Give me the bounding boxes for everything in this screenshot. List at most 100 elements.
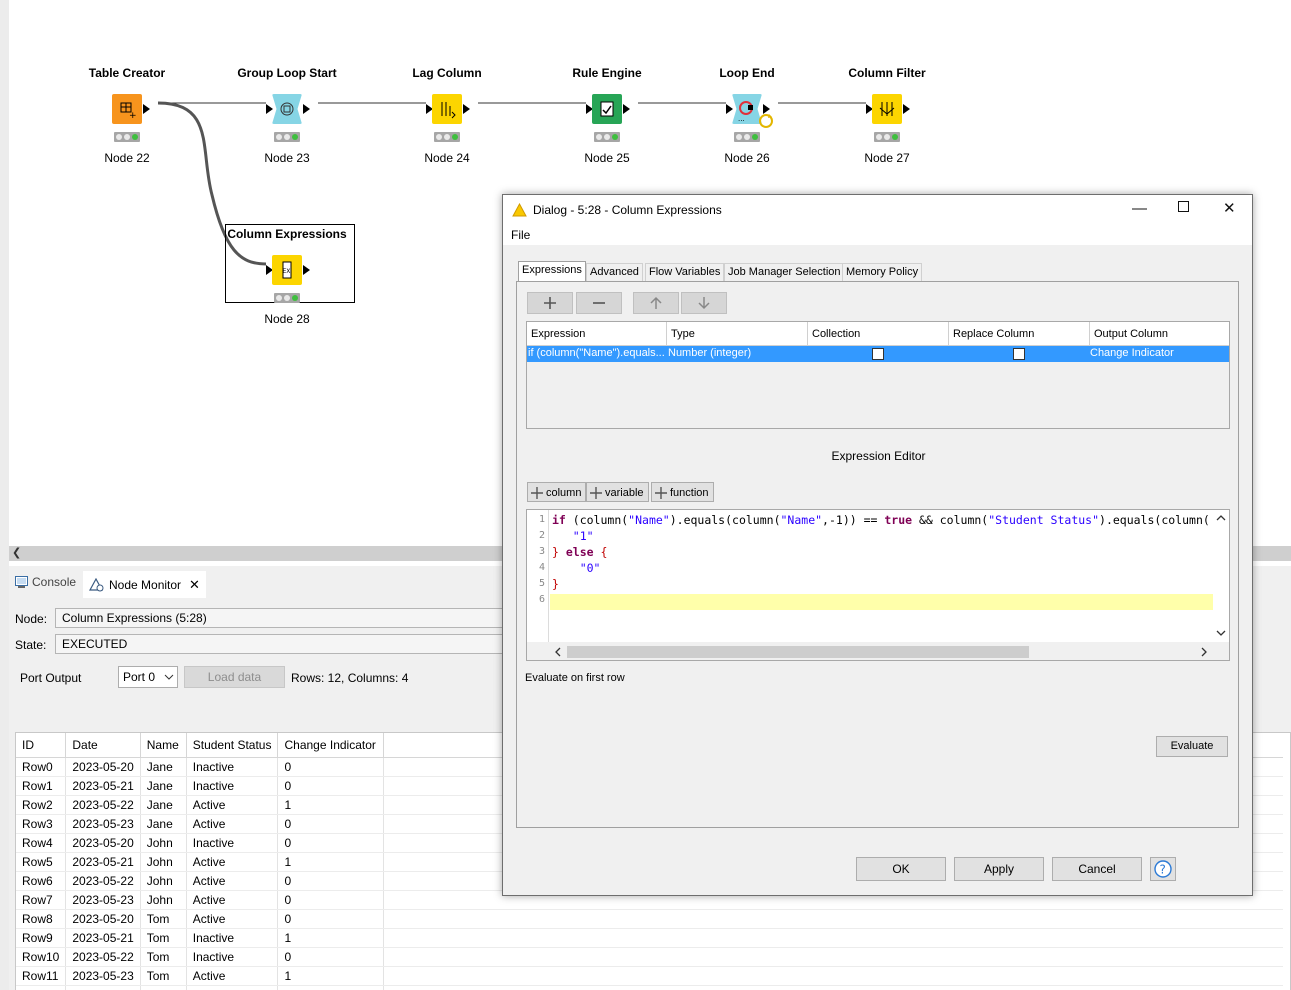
table-cell[interactable]: 2023-05-20 <box>65 909 141 929</box>
table-cell[interactable]: 0 <box>277 871 385 891</box>
table-cell[interactable]: Active <box>186 795 279 815</box>
table-cell[interactable]: 0 <box>277 757 385 777</box>
maximize-icon[interactable] <box>1178 199 1189 216</box>
column-header[interactable]: Type <box>667 322 808 346</box>
table-cell[interactable]: Active <box>186 814 279 834</box>
expressions-table[interactable]: Expression Type Collection Replace Colum… <box>526 321 1230 429</box>
table-cell[interactable]: Row2 <box>16 795 67 815</box>
node-rule-engine[interactable]: Rule Engine Node 25 <box>542 66 672 166</box>
table-cell[interactable]: Row4 <box>16 833 67 853</box>
node-table-creator[interactable]: Table Creator + Node 22 <box>62 66 192 166</box>
table-cell[interactable]: Inactive <box>186 833 279 853</box>
add-expression-button[interactable] <box>527 292 573 314</box>
load-data-button[interactable]: Load data <box>184 666 285 688</box>
table-cell[interactable]: Inactive <box>186 928 279 948</box>
table-cell[interactable]: 0 <box>277 814 385 834</box>
table-cell[interactable]: 0 <box>277 909 385 929</box>
table-cell[interactable]: Active <box>186 852 279 872</box>
table-cell[interactable]: Row7 <box>16 890 67 910</box>
table-cell[interactable]: Row9 <box>16 928 67 948</box>
table-cell[interactable]: Inactive <box>186 947 279 967</box>
column-header[interactable]: Student Status <box>186 733 279 758</box>
apply-button[interactable]: Apply <box>954 857 1044 881</box>
table-cell[interactable]: 1 <box>277 852 385 872</box>
chevron-right-icon[interactable] <box>1201 647 1208 657</box>
expression-cell[interactable]: if (column("Name").equals... <box>528 347 664 359</box>
table-cell[interactable]: Active <box>186 871 279 891</box>
table-cell[interactable]: Inactive <box>186 757 279 777</box>
close-icon[interactable]: ✕ <box>189 576 200 592</box>
chevron-left-icon[interactable] <box>554 647 561 657</box>
table-cell[interactable]: 2023-05-23 <box>65 814 141 834</box>
node-group-loop-start[interactable]: Group Loop Start Node 23 <box>222 66 352 166</box>
node-loop-end[interactable]: Loop End ... Node 26 <box>682 66 812 166</box>
table-cell[interactable]: 1 <box>277 966 385 986</box>
table-cell[interactable]: Tom <box>140 966 187 986</box>
input-port[interactable] <box>726 104 733 114</box>
output-port[interactable] <box>623 104 630 114</box>
minimize-icon[interactable]: — <box>1132 200 1147 217</box>
tab-advanced[interactable]: Advanced <box>586 263 643 281</box>
table-cell[interactable]: John <box>140 852 187 872</box>
table-cell[interactable]: 2023-05-22 <box>65 871 141 891</box>
table-cell[interactable]: 1 <box>277 928 385 948</box>
table-cell[interactable]: 2023-05-23 <box>65 890 141 910</box>
table-cell[interactable]: John <box>140 871 187 891</box>
column-header[interactable]: ID <box>16 733 67 758</box>
table-cell[interactable]: 1 <box>277 795 385 815</box>
table-cell[interactable]: Tom <box>140 909 187 929</box>
evaluate-button[interactable]: Evaluate <box>1156 736 1228 757</box>
table-cell[interactable]: Row8 <box>16 909 67 929</box>
column-header[interactable]: Date <box>65 733 141 758</box>
column-header[interactable]: Output Column <box>1090 322 1229 346</box>
table-cell[interactable]: John <box>140 890 187 910</box>
table-cell[interactable]: Tom <box>140 928 187 948</box>
help-button[interactable]: ? <box>1150 857 1176 881</box>
node-column-expressions[interactable]: Column Expressions EX Node 28 <box>222 227 352 327</box>
insert-column-button[interactable]: column <box>527 482 587 502</box>
table-cell[interactable]: Row10 <box>16 947 67 967</box>
remove-expression-button[interactable] <box>576 292 622 314</box>
table-cell[interactable]: Row5 <box>16 852 67 872</box>
output-port[interactable] <box>903 104 910 114</box>
menu-file[interactable]: File <box>511 228 531 242</box>
output-port[interactable] <box>303 265 310 275</box>
move-up-button[interactable] <box>633 292 679 314</box>
output-port[interactable] <box>763 104 770 114</box>
port-select[interactable]: Port 0 <box>118 666 178 688</box>
table-cell[interactable]: 2023-05-22 <box>65 795 141 815</box>
table-cell[interactable]: Row0 <box>16 757 67 777</box>
table-cell[interactable]: 2023-05-23 <box>65 966 141 986</box>
table-cell[interactable]: Inactive <box>186 776 279 796</box>
table-cell[interactable]: 2023-05-20 <box>65 833 141 853</box>
table-cell[interactable]: Jane <box>140 776 187 796</box>
tab-flow-variables[interactable]: Flow Variables <box>645 263 725 281</box>
table-cell[interactable]: 2023-05-20 <box>65 757 141 777</box>
editor-horizontal-scrollbar[interactable] <box>527 642 1229 660</box>
dialog-title-bar[interactable]: Dialog - 5:28 - Column Expressions — ✕ <box>503 195 1252 225</box>
node-column-filter[interactable]: Column Filter Node 27 <box>822 66 952 166</box>
type-cell[interactable]: Number (integer) <box>668 347 752 359</box>
table-cell[interactable]: 2023-05-22 <box>65 947 141 967</box>
column-header[interactable]: Collection <box>808 322 949 346</box>
output-column-cell[interactable]: Change Indicator <box>1090 347 1174 359</box>
table-cell[interactable]: Active <box>186 966 279 986</box>
insert-function-button[interactable]: function <box>651 482 714 502</box>
tab-memory-policy[interactable]: Memory Policy <box>842 263 923 281</box>
table-cell[interactable]: Active <box>186 909 279 929</box>
table-cell[interactable]: 0 <box>277 776 385 796</box>
node-lag-column[interactable]: Lag Column Node 24 <box>382 66 512 166</box>
collection-checkbox[interactable] <box>872 348 884 360</box>
ok-button[interactable]: OK <box>856 857 946 881</box>
tab-job-manager-selection[interactable]: Job Manager Selection <box>724 263 845 281</box>
close-icon[interactable]: ✕ <box>1223 200 1236 217</box>
table-cell[interactable]: 0 <box>277 833 385 853</box>
move-down-button[interactable] <box>681 292 727 314</box>
table-cell[interactable]: 2023-05-21 <box>65 852 141 872</box>
cancel-button[interactable]: Cancel <box>1052 857 1142 881</box>
column-header[interactable]: Name <box>140 733 187 758</box>
chevron-up-icon[interactable] <box>1216 514 1226 521</box>
